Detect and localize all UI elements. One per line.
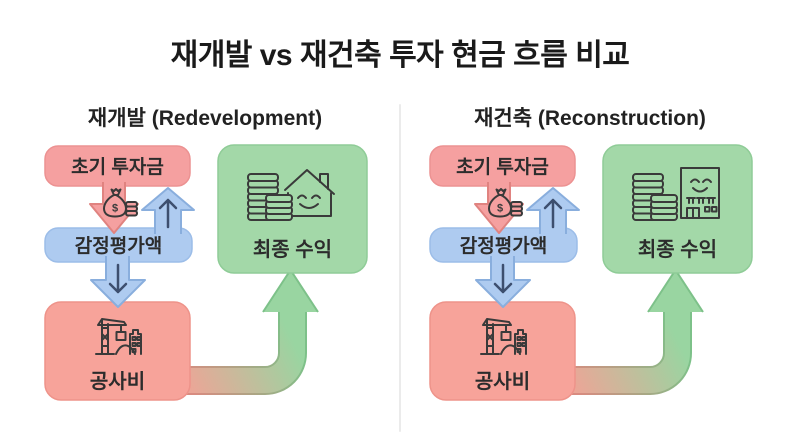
page-title: 재개발 vs 재건축 투자 현금 흐름 비교 xyxy=(170,39,630,72)
appraisal-down-arrow xyxy=(475,256,531,308)
value-up-arrow xyxy=(141,187,195,234)
reconstruction-column: 재건축 (Reconstruction) 초기 투자금 감정평가액 xyxy=(415,100,765,440)
final-profit-label: 최종 수익 xyxy=(638,238,717,261)
crane-construction-icon xyxy=(95,318,142,355)
appraisal-down-arrow xyxy=(90,256,146,308)
coins-house-icon xyxy=(247,169,335,221)
up-arrow-glyph xyxy=(158,198,178,229)
initial-investment-label: 초기 투자금 xyxy=(456,156,549,178)
up-arrow-glyph xyxy=(543,198,563,229)
down-arrow-glyph xyxy=(493,263,513,294)
reconstruction-diagram: 초기 투자금 감정평가액 공사비 최종 수익 xyxy=(429,144,753,401)
svg-text:$: $ xyxy=(112,203,118,215)
crane-construction-icon xyxy=(480,318,527,355)
initial-investment-label: 초기 투자금 xyxy=(71,156,164,178)
column-divider xyxy=(399,104,401,432)
money-bag-icon: $ xyxy=(103,188,138,218)
redevelopment-diagram: 초기 투자금 감정평가액 공사비 최종 수익 xyxy=(44,144,368,401)
appraised-value-label: 감정평가액 xyxy=(75,235,162,257)
construction-cost-label: 공사비 xyxy=(90,370,145,393)
appraised-value-label: 감정평가액 xyxy=(460,235,547,257)
cost-to-profit-curved-arrow xyxy=(178,268,319,395)
cost-to-profit-curved-arrow xyxy=(563,268,704,395)
value-up-arrow xyxy=(526,187,580,234)
money-bag-icon: $ xyxy=(488,188,523,218)
redevelopment-column: 재개발 (Redevelopment) 초기 투자금 감정평 xyxy=(30,100,380,440)
redevelopment-header: 재개발 (Redevelopment) xyxy=(87,107,323,130)
svg-text:$: $ xyxy=(497,203,503,215)
construction-cost-label: 공사비 xyxy=(475,370,530,393)
reconstruction-header: 재건축 (Reconstruction) xyxy=(474,107,706,130)
down-arrow-glyph xyxy=(108,263,128,294)
coins-building-icon xyxy=(632,167,720,221)
final-profit-label: 최종 수익 xyxy=(253,238,332,261)
